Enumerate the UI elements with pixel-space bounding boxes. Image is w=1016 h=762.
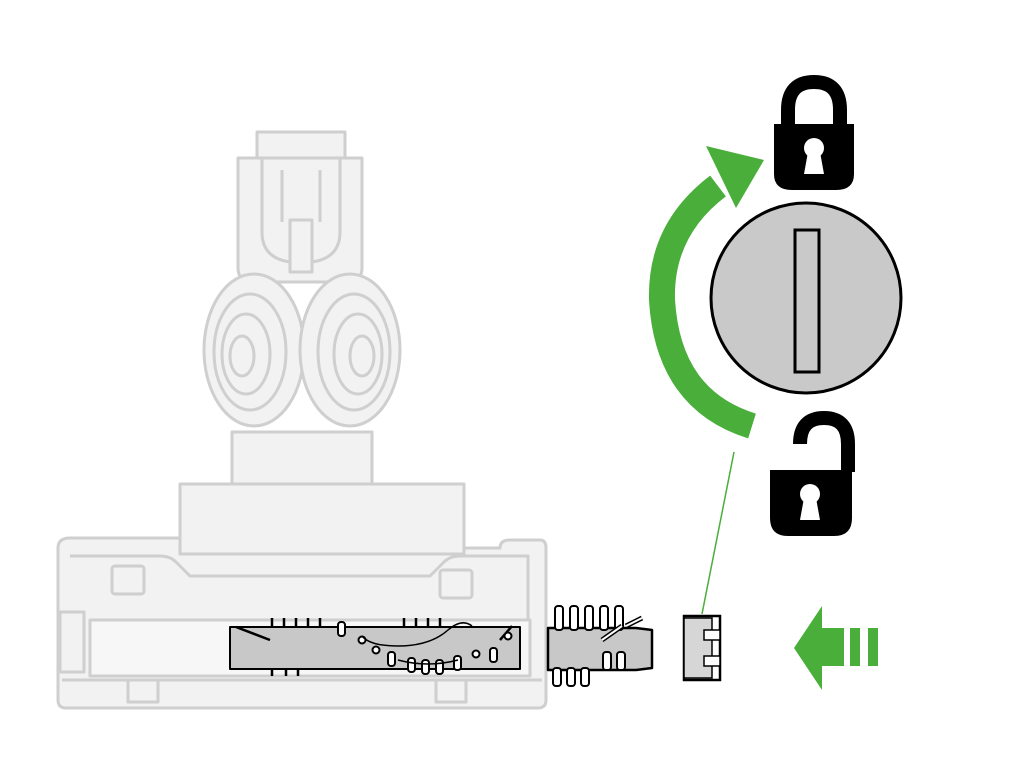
brush-bristles — [235, 618, 513, 676]
leader-line — [701, 451, 735, 615]
padlock-open-icon — [770, 410, 855, 536]
brush-helix-dots — [337, 621, 513, 675]
dial-slot — [793, 228, 821, 374]
vacuum-head — [56, 130, 548, 710]
brush-exposed-bristles — [552, 605, 644, 687]
end-cap — [682, 614, 722, 682]
brush-bar-exposed — [546, 626, 654, 672]
padlock-closed-icon — [774, 74, 854, 190]
brush-bar — [229, 605, 654, 687]
end-cap-lock-dial — [709, 201, 903, 395]
curved-arrow-icon — [648, 146, 764, 439]
insert-arrow-icon — [794, 606, 878, 690]
